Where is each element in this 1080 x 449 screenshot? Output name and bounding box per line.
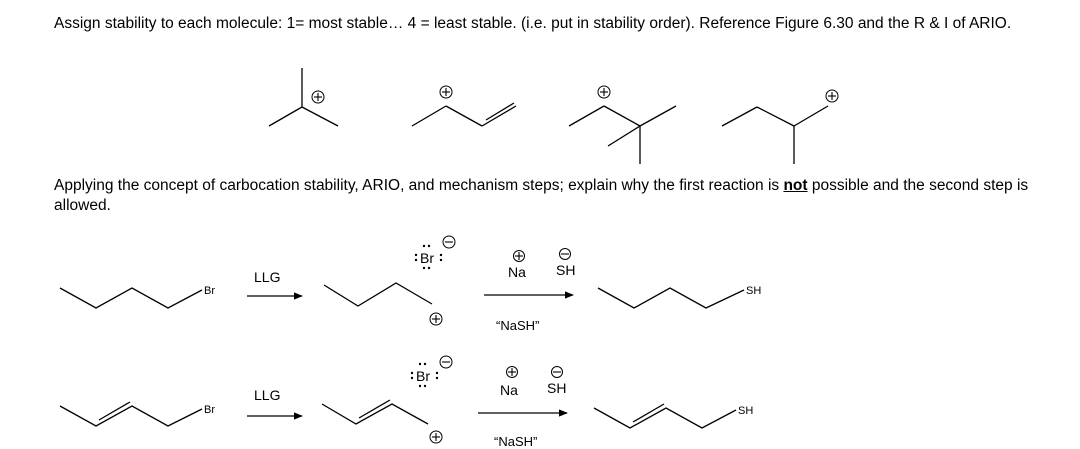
product-2-butenethiol: SH: [593, 403, 753, 429]
mechanism-question: Applying the concept of carbocation stab…: [54, 176, 1064, 216]
positive-charge-icon: [429, 430, 443, 444]
mechanism-question-text-after: possible and the second step is allowed.: [54, 177, 1029, 214]
reaction-2-cation-label: Na: [500, 382, 518, 398]
negative-charge-icon: [439, 355, 453, 369]
intermediate-1-primary-carbocation: [323, 282, 443, 326]
positive-charge-icon: [439, 85, 453, 99]
bromide-ion-2: Br: [410, 355, 453, 388]
negative-charge-icon: [442, 235, 456, 249]
reaction-1: Br LLG Br Na: [59, 235, 761, 333]
positive-charge-icon: [311, 90, 325, 104]
product-1-substituent-label: SH: [746, 285, 761, 297]
sodium-positive-charge-icon: [513, 250, 525, 262]
reactant-2-substituent-label: Br: [204, 404, 215, 416]
reaction-2: Br LLG Br Na: [59, 355, 753, 449]
stability-question: Assign stability to each molecule: 1= mo…: [54, 15, 1012, 32]
reaction-1-anion-label: SH: [556, 262, 575, 278]
reactant-1-bromobutane: Br: [59, 285, 215, 309]
positive-charge-icon: [429, 312, 443, 326]
reaction-2-step1-label: LLG: [254, 387, 280, 403]
carbocation-isopropyl: [268, 68, 339, 127]
bromide-ion-1-label: Br: [420, 250, 434, 266]
hydrosulfide-negative-charge-icon: [551, 366, 563, 378]
hydrosulfide-negative-charge-icon: [559, 248, 571, 260]
reaction-1-cation-label: Na: [508, 264, 526, 280]
carbocation-allyl: [411, 85, 517, 127]
bromide-ion-1: Br: [414, 235, 456, 270]
sodium-positive-charge-icon: [506, 366, 518, 378]
bromide-ion-2-label: Br: [416, 368, 430, 384]
mechanism-question-text-before: Applying the concept of carbocation stab…: [54, 177, 784, 194]
positive-charge-icon: [825, 89, 839, 103]
reactant-2-crotyl-bromide: Br: [59, 401, 215, 427]
intermediate-2-allylic-carbocation: [321, 399, 443, 444]
reactant-1-substituent-label: Br: [204, 285, 215, 297]
reaction-2-anion-label: SH: [547, 380, 566, 396]
carbocation-primary-isobutyl: [721, 89, 839, 164]
reaction-2-reagent-label: “NaSH”: [494, 434, 537, 449]
reaction-1-reagent-label: “NaSH”: [496, 318, 539, 333]
product-2-substituent-label: SH: [738, 405, 753, 417]
mechanism-question-emphasis: not: [783, 177, 808, 194]
carbocation-tertiary-butyl: [568, 85, 677, 164]
positive-charge-icon: [597, 85, 611, 99]
reaction-1-step1-label: LLG: [254, 269, 280, 285]
product-1-butanethiol: SH: [597, 285, 761, 309]
